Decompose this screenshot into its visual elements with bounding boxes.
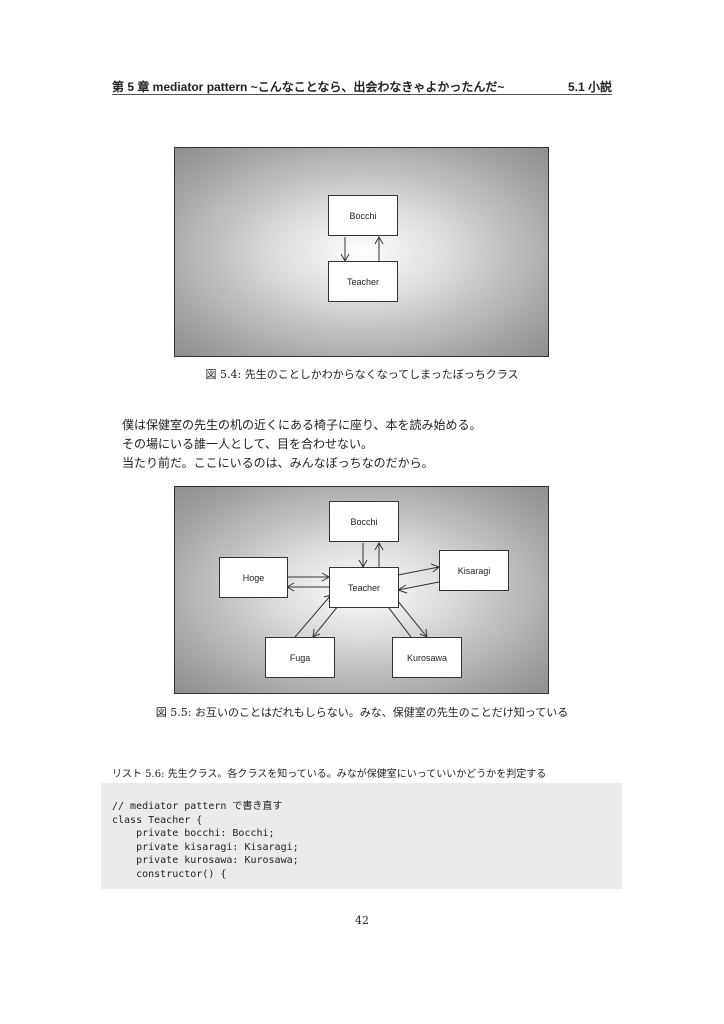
- node-teacher: Teacher: [329, 567, 399, 608]
- figure-5-4-diagram: Bocchi Teacher: [174, 147, 549, 357]
- code-line: private bocchi: Bocchi;: [112, 828, 275, 839]
- body-line: 僕は保健室の先生の机の近くにある椅子に座り、本を読み始める。: [122, 418, 482, 432]
- node-label: Teacher: [346, 276, 380, 287]
- node-kisaragi: Kisaragi: [439, 550, 509, 591]
- node-label: Hoge: [242, 572, 265, 583]
- node-hoge: Hoge: [219, 557, 288, 598]
- code-block: // mediator pattern で書き直す class Teacher …: [101, 783, 622, 889]
- node-label: Kurosawa: [406, 652, 448, 663]
- page-number: 42: [355, 914, 369, 927]
- code-line: constructor() {: [112, 868, 227, 880]
- node-label: Bocchi: [349, 210, 377, 221]
- body-paragraph: 僕は保健室の先生の机の近くにある椅子に座り、本を読み始める。 その場にいる誰一人…: [122, 416, 482, 473]
- node-kurosawa: Kurosawa: [392, 637, 462, 678]
- running-header: 第 5 章 mediator pattern ~こんなことなら、出会わなきゃよか…: [112, 76, 612, 95]
- node-label: Bocchi: [350, 516, 378, 527]
- node-label: Teacher: [347, 582, 381, 593]
- node-bocchi: Bocchi: [328, 195, 398, 236]
- node-label: Kisaragi: [457, 565, 491, 576]
- node-bocchi: Bocchi: [329, 501, 399, 542]
- figure-5-4-caption: 図 5.4: 先生のことしかわからなくなってしまったぼっちクラス: [205, 368, 519, 381]
- chapter-title: 第 5 章 mediator pattern ~こんなことなら、出会わなきゃよか…: [112, 80, 505, 94]
- code-line: // mediator pattern で書き直す: [112, 801, 283, 812]
- code-line: private kisaragi: Kisaragi;: [112, 841, 299, 853]
- figure-5-5-diagram: Bocchi Hoge Teacher Kisaragi Fuga Kurosa…: [174, 486, 549, 694]
- code-line: private kurosawa: Kurosawa;: [112, 855, 299, 866]
- listing-caption: リスト 5.6: 先生クラス。各クラスを知っている。みなが保健室にいっていいかど…: [112, 769, 547, 780]
- node-teacher: Teacher: [328, 261, 398, 302]
- body-line: その場にいる誰一人として、目を合わせない。: [122, 437, 374, 451]
- figure-5-4-arrows: [340, 235, 384, 263]
- body-line: 当たり前だ。ここにいるのは、みんなぼっちなのだから。: [122, 456, 434, 470]
- section-title: 5.1 小説: [567, 80, 612, 94]
- node-fuga: Fuga: [265, 637, 335, 678]
- code-line: class Teacher {: [112, 814, 203, 826]
- figure-5-5-caption: 図 5.5: お互いのことはだれもしらない。みな、保健室の先生のことだけ知ってい…: [155, 706, 569, 719]
- node-label: Fuga: [289, 652, 311, 663]
